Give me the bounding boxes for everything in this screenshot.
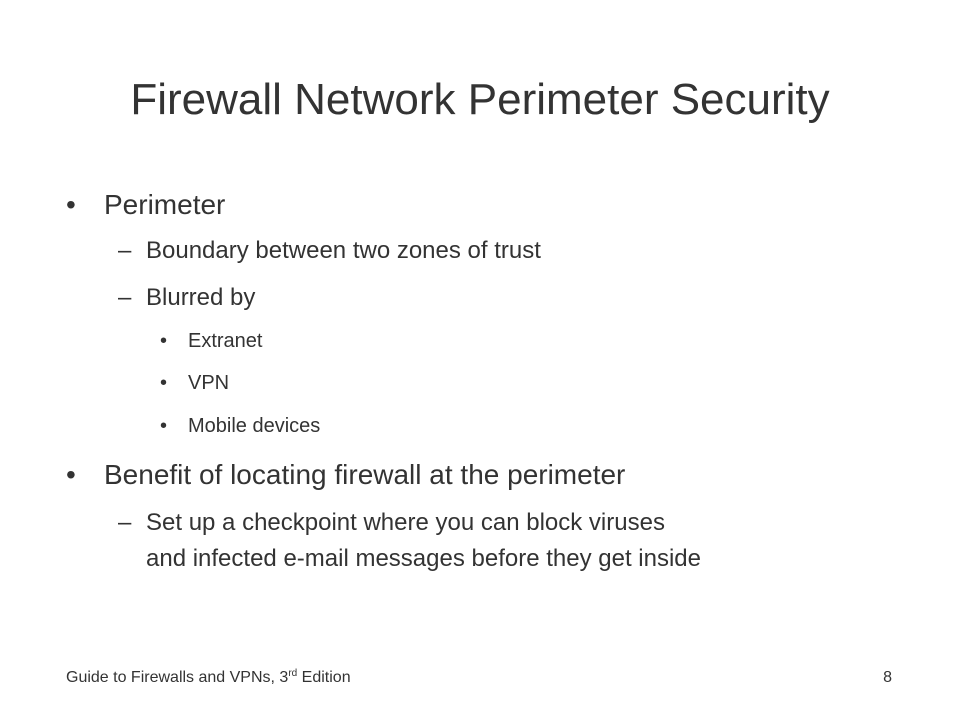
bullet-marker: • bbox=[66, 189, 76, 220]
bullet-marker: • bbox=[66, 459, 76, 490]
footer-book-title: Guide to Firewalls and VPNs, 3rd Edition bbox=[66, 668, 351, 688]
sub-bullet-boundary: Boundary between two zones of trust bbox=[146, 237, 541, 264]
sub-sub-bullet-extranet: Extranet bbox=[188, 330, 263, 352]
slide-title: Firewall Network Perimeter Security bbox=[130, 75, 830, 124]
page-number: 8 bbox=[883, 669, 892, 686]
footer-book-suffix: Edition bbox=[297, 669, 351, 686]
bullet-marker: • bbox=[160, 330, 168, 352]
sub-sub-bullet-mobile-devices: Mobile devices bbox=[188, 415, 321, 437]
sub-bullet-checkpoint-line1: Set up a checkpoint where you can block … bbox=[146, 509, 665, 536]
bullet-marker: • bbox=[160, 415, 168, 437]
dash-marker: – bbox=[118, 284, 132, 311]
bullet-marker: • bbox=[160, 372, 168, 394]
dash-marker: – bbox=[118, 509, 132, 536]
dash-marker: – bbox=[118, 237, 132, 264]
bullet-perimeter: Perimeter bbox=[104, 189, 226, 220]
sub-sub-bullet-vpn: VPN bbox=[188, 372, 230, 394]
footer-book-superscript: rd bbox=[288, 668, 298, 679]
bullet-benefit: Benefit of locating firewall at the peri… bbox=[104, 459, 626, 490]
sub-bullet-blurred-by: Blurred by bbox=[146, 284, 256, 311]
footer-book-prefix: Guide to Firewalls and VPNs, 3 bbox=[66, 669, 289, 686]
sub-bullet-checkpoint-line2: and infected e-mail messages before they… bbox=[146, 545, 701, 572]
